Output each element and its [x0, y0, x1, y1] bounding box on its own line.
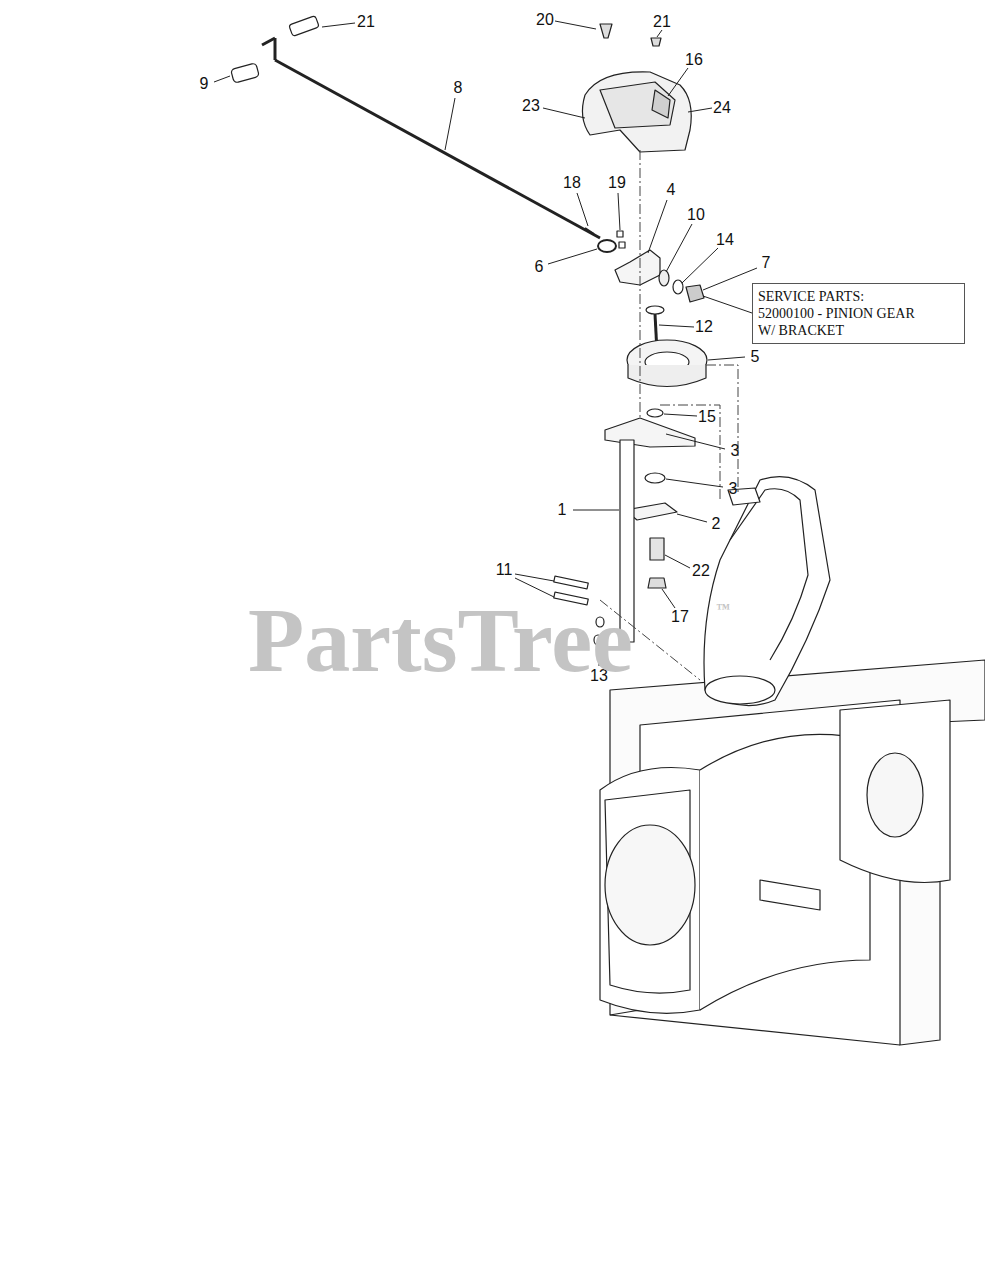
callout-number: 22	[692, 563, 710, 579]
callout-number: 14	[716, 232, 734, 248]
watermark: PartsTree	[248, 594, 633, 686]
callout-number: 21	[357, 14, 375, 30]
callout-number: 19	[608, 175, 626, 191]
callout-number: 3	[729, 481, 738, 497]
callout-number: 9	[200, 76, 209, 92]
callout-number: 24	[713, 100, 731, 116]
callout-number: 4	[667, 182, 676, 198]
service-parts-box: SERVICE PARTS: 52000100 - PINION GEAR W/…	[752, 283, 965, 344]
callout-number: 21	[653, 14, 671, 30]
callout-number: 6	[535, 259, 544, 275]
callout-number: 8	[454, 80, 463, 96]
callout-number: 11	[496, 562, 513, 578]
callout-number: 7	[762, 255, 771, 271]
callout-number: 20	[536, 12, 554, 28]
service-note: SERVICE PARTS: 52000100 - PINION GEAR W/…	[758, 288, 916, 339]
callout-number: 12	[695, 319, 713, 335]
callout-number: 1	[558, 502, 567, 518]
callout-number: 2	[712, 516, 721, 532]
callout-number: 18	[563, 175, 581, 191]
callout-number: 23	[522, 98, 540, 114]
callout-number: 17	[671, 609, 689, 625]
callout-number: 16	[685, 52, 703, 68]
callout-number: 3	[731, 443, 740, 459]
callout-number: 15	[698, 409, 716, 425]
callout-number: 10	[687, 207, 705, 223]
watermark: ™	[716, 602, 730, 616]
callout-number: 5	[751, 349, 760, 365]
